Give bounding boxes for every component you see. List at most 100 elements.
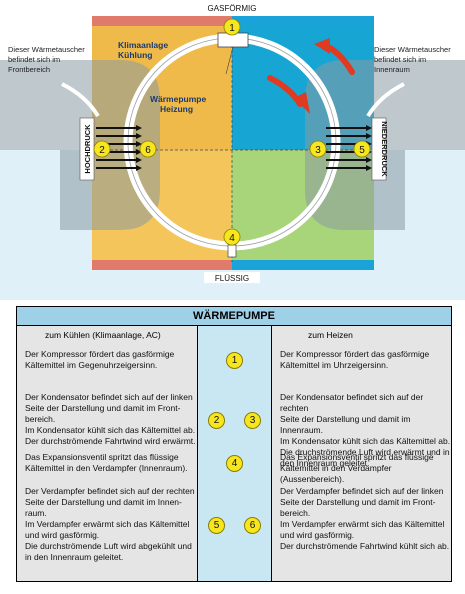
right-text-line: Kältemittel in den Verdampfer (Aussenber… <box>280 463 392 484</box>
callout-right-line3: Innenraum <box>374 65 410 74</box>
left-text-line: Im Verdampfer erwärmt sich das Kältemitt… <box>25 519 190 529</box>
step-badge-6: 6 <box>244 516 261 534</box>
right-text-line: Der durchströmende Fahrtwind kühlt sich … <box>280 541 450 551</box>
right-text-line: Der Verdampfer befindet sich auf der lin… <box>280 486 444 496</box>
airflow-arrow-head <box>136 133 142 139</box>
right-text-line: Im Verdampfer erwärmt sich das Kältemitt… <box>280 519 445 529</box>
heating-column: zum Heizen Der Kompressor fördert das ga… <box>272 326 451 581</box>
left-row-2: Der Kondensator befindet sich auf der li… <box>25 392 196 447</box>
bottom-right-band <box>232 260 374 270</box>
left-text-line: Kältemittel im Gegenuhrzeigersinn. <box>25 360 158 370</box>
airflow-arrow-head <box>366 165 372 171</box>
svg-text:1: 1 <box>229 23 235 34</box>
right-text-line: Der Kompressor fördert das gasförmige <box>280 349 430 359</box>
mode-hp-line2: Heizung <box>160 104 193 114</box>
mode-ac-line2: Kühlung <box>118 50 152 60</box>
airflow-arrow-head <box>366 125 372 131</box>
left-text-line: Der Kompressor fördert das gasförmige <box>25 349 175 359</box>
step-badge-3: 3 <box>244 411 261 429</box>
airflow-arrow-head <box>136 149 142 155</box>
number-column: 1 2 3 4 5 6 <box>198 326 272 581</box>
step-badge-5: 5 <box>208 516 225 534</box>
callout-left-line2: befindet sich im <box>8 55 60 64</box>
step-badge-4: 4 <box>226 455 243 472</box>
marker-6: 6 <box>139 140 157 158</box>
right-text-line: und wird gasförmig. <box>280 530 355 540</box>
mode-hp-line1: Wärmepumpe <box>150 94 206 104</box>
airflow-arrow-head <box>366 157 372 163</box>
airflow-arrow-head <box>136 125 142 131</box>
marker-5: 5 <box>353 140 371 158</box>
left-text-line: und wird gasförmig. <box>25 530 100 540</box>
heat-pump-diagram: GASFÖRMIG FLÜSSIG HOCHDRUCK NIEDERDRUCK … <box>0 4 465 300</box>
callout-left-line1: Dieser Wärmetauscher <box>8 45 85 54</box>
airflow-arrow-head <box>366 133 372 139</box>
right-row-4: Der Verdampfer befindet sich auf der lin… <box>280 486 449 552</box>
label-high-pressure: HOCHDRUCK <box>83 124 92 174</box>
cooling-header: zum Kühlen (Klimaanlage, AC) <box>45 330 161 340</box>
callout-arrow-right <box>366 82 405 118</box>
left-text-line: Seite der Darstellung und damit im Front… <box>25 403 181 413</box>
callout-right-line1: Dieser Wärmetauscher <box>374 45 451 54</box>
heating-header: zum Heizen <box>308 330 353 340</box>
right-text-line: Seite der Darstellung und damit im Front… <box>280 497 436 507</box>
label-gaseous: GASFÖRMIG <box>208 4 257 13</box>
right-pressure-block <box>371 117 387 181</box>
marker-1: 1 <box>223 18 241 36</box>
airflow-arrow-head <box>136 165 142 171</box>
left-text-line: raum. <box>25 508 47 518</box>
airflow-arrow-head <box>136 141 142 147</box>
top-right-band <box>232 16 374 26</box>
right-text-line: Seite der Darstellung und damit im Innen… <box>280 414 411 435</box>
label-liquid: FLÜSSIG <box>215 274 249 283</box>
step-badge-2: 2 <box>208 411 225 429</box>
heat-pump-table: WÄRMEPUMPE zum Kühlen (Klimaanlage, AC) … <box>16 306 452 582</box>
left-text-line: Das Expansionsventil spritzt das flüssig… <box>25 452 179 462</box>
left-row-4: Der Verdampfer befindet sich auf der rec… <box>25 486 195 563</box>
left-text-line: bereich. <box>25 414 56 424</box>
right-text-line: Im Kondensator kühlt sich das Kältemitte… <box>280 436 451 446</box>
marker-2: 2 <box>93 140 111 158</box>
svg-text:3: 3 <box>315 145 321 156</box>
left-text-line: Kältemittel in den Verdampfer (Innenraum… <box>25 463 188 473</box>
right-text-line: bereich. <box>280 508 311 518</box>
mode-ac-line1: Klimaanlage <box>118 40 168 50</box>
callout-arrow-left <box>61 82 100 118</box>
airflow-arrow-head <box>136 157 142 163</box>
left-text-line: Der Kondensator befindet sich auf der li… <box>25 392 193 402</box>
arrow-counterclockwise-head <box>314 38 330 54</box>
marker-4: 4 <box>223 228 241 246</box>
marker-3: 3 <box>309 140 327 158</box>
right-text-line: Kältemittel im Uhrzeigersinn. <box>280 360 389 370</box>
bottom-left-band <box>92 260 232 270</box>
left-text-line: Der durchströmende Fahrtwind wird erwärm… <box>25 436 196 446</box>
svg-text:4: 4 <box>229 233 235 244</box>
right-row-2: Der Kondensator befindet sich auf der re… <box>280 392 451 469</box>
svg-text:2: 2 <box>99 145 105 156</box>
expansion-valve <box>227 244 237 258</box>
right-text-line: Der Kondensator befindet sich auf der re… <box>280 392 424 413</box>
right-text-line: den Innenraum geleitet. <box>280 458 370 468</box>
right-text-line: Die druchströmende Luft wird erwärmt und… <box>280 447 450 457</box>
svg-text:6: 6 <box>145 145 151 156</box>
left-text-line: in den Innenraum geleitet. <box>25 552 124 562</box>
top-left-band <box>92 16 232 26</box>
callout-left-line3: Frontbereich <box>8 65 50 74</box>
left-row-3: Das Expansionsventil spritzt das flüssig… <box>25 452 188 474</box>
table-title: WÄRMEPUMPE <box>17 307 451 326</box>
callout-right-line2: befindet sich im <box>374 55 426 64</box>
svg-text:5: 5 <box>359 145 365 156</box>
cooling-column: zum Kühlen (Klimaanlage, AC) Der Kompres… <box>17 326 198 581</box>
label-low-pressure: NIEDERDRUCK <box>380 121 389 177</box>
left-text-line: Im Kondensator kühlt sich das Kältemitte… <box>25 425 196 435</box>
arrow-clockwise-head <box>294 92 310 114</box>
airflow-arrows-front <box>96 125 142 171</box>
left-text-line: Die durchströmende Luft wird abgekühlt u… <box>25 541 192 551</box>
step-badge-1: 1 <box>226 352 243 369</box>
compressor-shaft <box>225 46 234 75</box>
right-text-line: Das Expansionsventil spritzt das flüssig… <box>280 452 434 462</box>
left-text-line: Der Verdampfer befindet sich auf der rec… <box>25 486 195 496</box>
